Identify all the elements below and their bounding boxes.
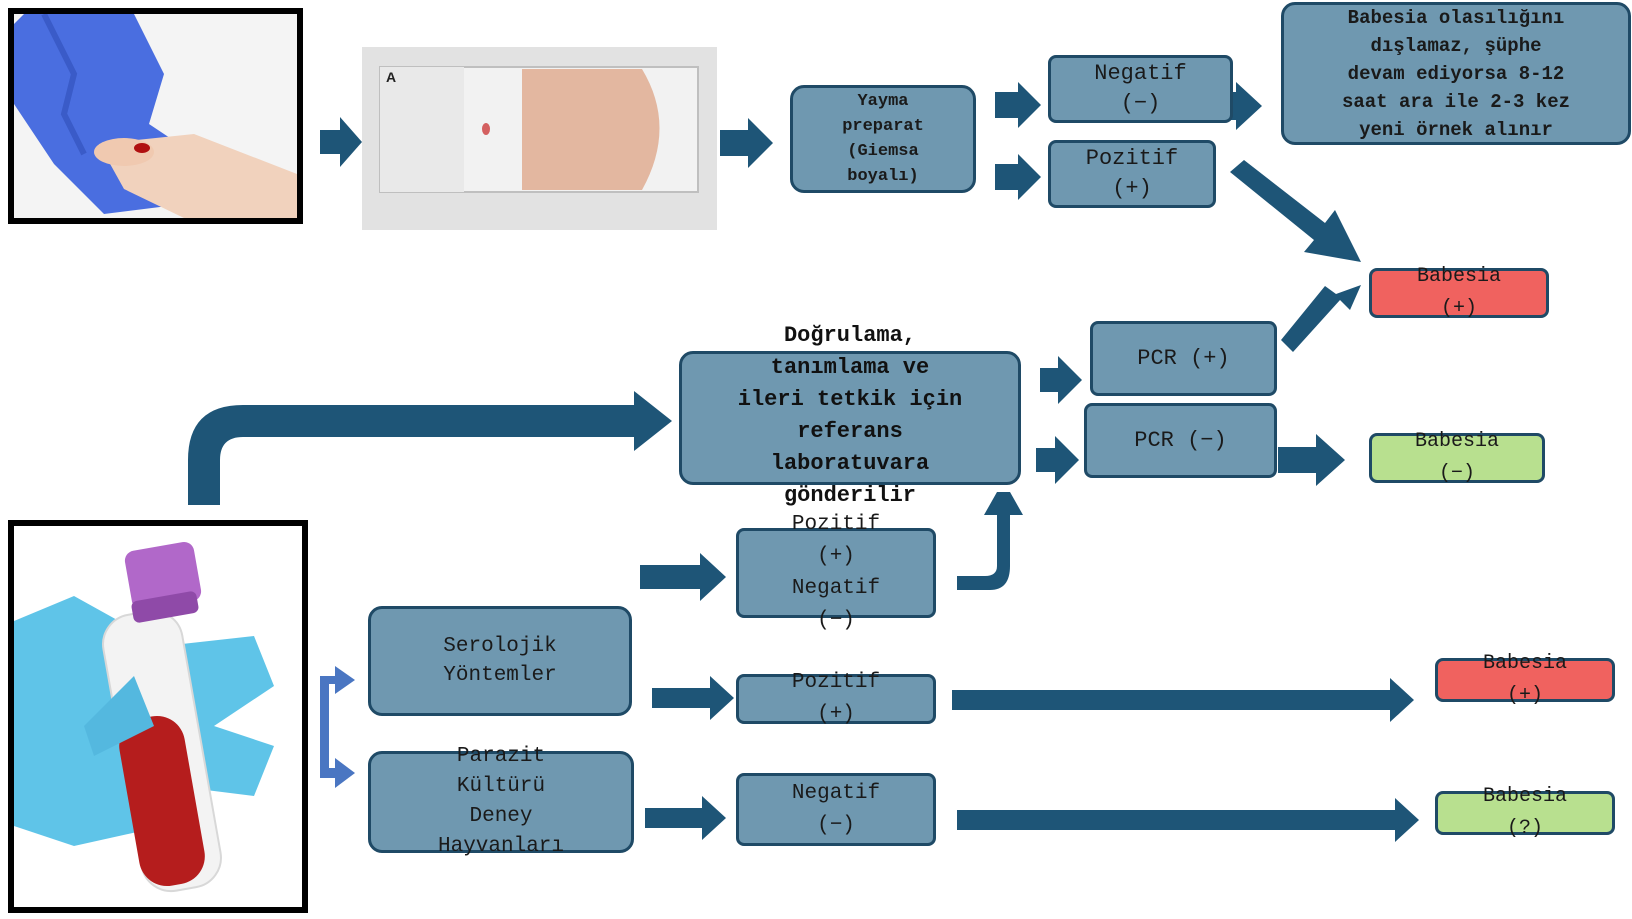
slide-label: A: [386, 69, 397, 85]
arrow-negative-to-babesia-unknown: [957, 798, 1419, 842]
babesia-positive-serology: Babesia (+): [1435, 652, 1615, 707]
arrow-posneg-to-reference: [957, 492, 1023, 590]
smear-negative-box: Negatif (−): [1048, 55, 1233, 123]
babesia-negative-pcr: Babesia (−): [1369, 430, 1545, 485]
arrow-smear-to-positive: [995, 154, 1041, 200]
smear-preparation-box: Yayma preparat (Giemsa boyalı): [790, 85, 976, 193]
positive-negative-box: Pozitif (+) Negatif (−): [736, 513, 936, 632]
culture-negative-box: Negatif (−): [736, 773, 936, 846]
pcr-positive-box: PCR (+): [1090, 321, 1277, 396]
parasite-culture-box: Parazit Kültürü Deney Hayvanları: [368, 745, 634, 858]
arrow-smear-to-negative: [995, 82, 1041, 128]
arrow-reference-to-pcr-positive: [1040, 356, 1082, 404]
blood-tube-photo: [8, 520, 308, 913]
arrow-serology-to-positive: [652, 676, 734, 720]
arrow-reference-to-pcr-negative: [1036, 436, 1079, 484]
babesia-positive-top: Babesia (+): [1369, 265, 1549, 320]
reference-lab-label: Doğrulama, tanımlama ve ileri tetkik içi…: [737, 323, 963, 508]
arrow-culture-to-negative: [645, 796, 726, 840]
arrow-pcr-positive-to-babesia: [1281, 285, 1361, 352]
bracket-arrows: [320, 666, 355, 788]
arrow-finger-to-slide: [320, 117, 362, 167]
finger-prick-photo: [8, 8, 303, 224]
arrow-tube-to-reference: [188, 391, 672, 505]
blood-smear-slide-photo: A: [362, 47, 717, 230]
negative-note-box: Babesia olasılığını dışlamaz, şüphe deva…: [1281, 2, 1631, 145]
serology-positive-box: Pozitif (+): [736, 671, 936, 726]
babesia-unknown-culture: Babesia (?): [1435, 785, 1615, 840]
smear-positive-box: Pozitif (+): [1048, 140, 1216, 208]
pcr-negative-box: PCR (−): [1084, 403, 1277, 478]
arrow-slide-to-smear: [720, 118, 773, 168]
reference-lab-box: [679, 351, 1021, 485]
serology-methods-box: Serolojik Yöntemler: [368, 606, 632, 716]
arrow-positive-to-babesia-long: [952, 678, 1414, 722]
arrow-positive-to-babesia: [1230, 160, 1361, 262]
arrow-pcr-negative-to-babesia: [1278, 434, 1345, 486]
bracket-background: [305, 653, 315, 796]
arrow-to-posneg: [640, 553, 726, 601]
